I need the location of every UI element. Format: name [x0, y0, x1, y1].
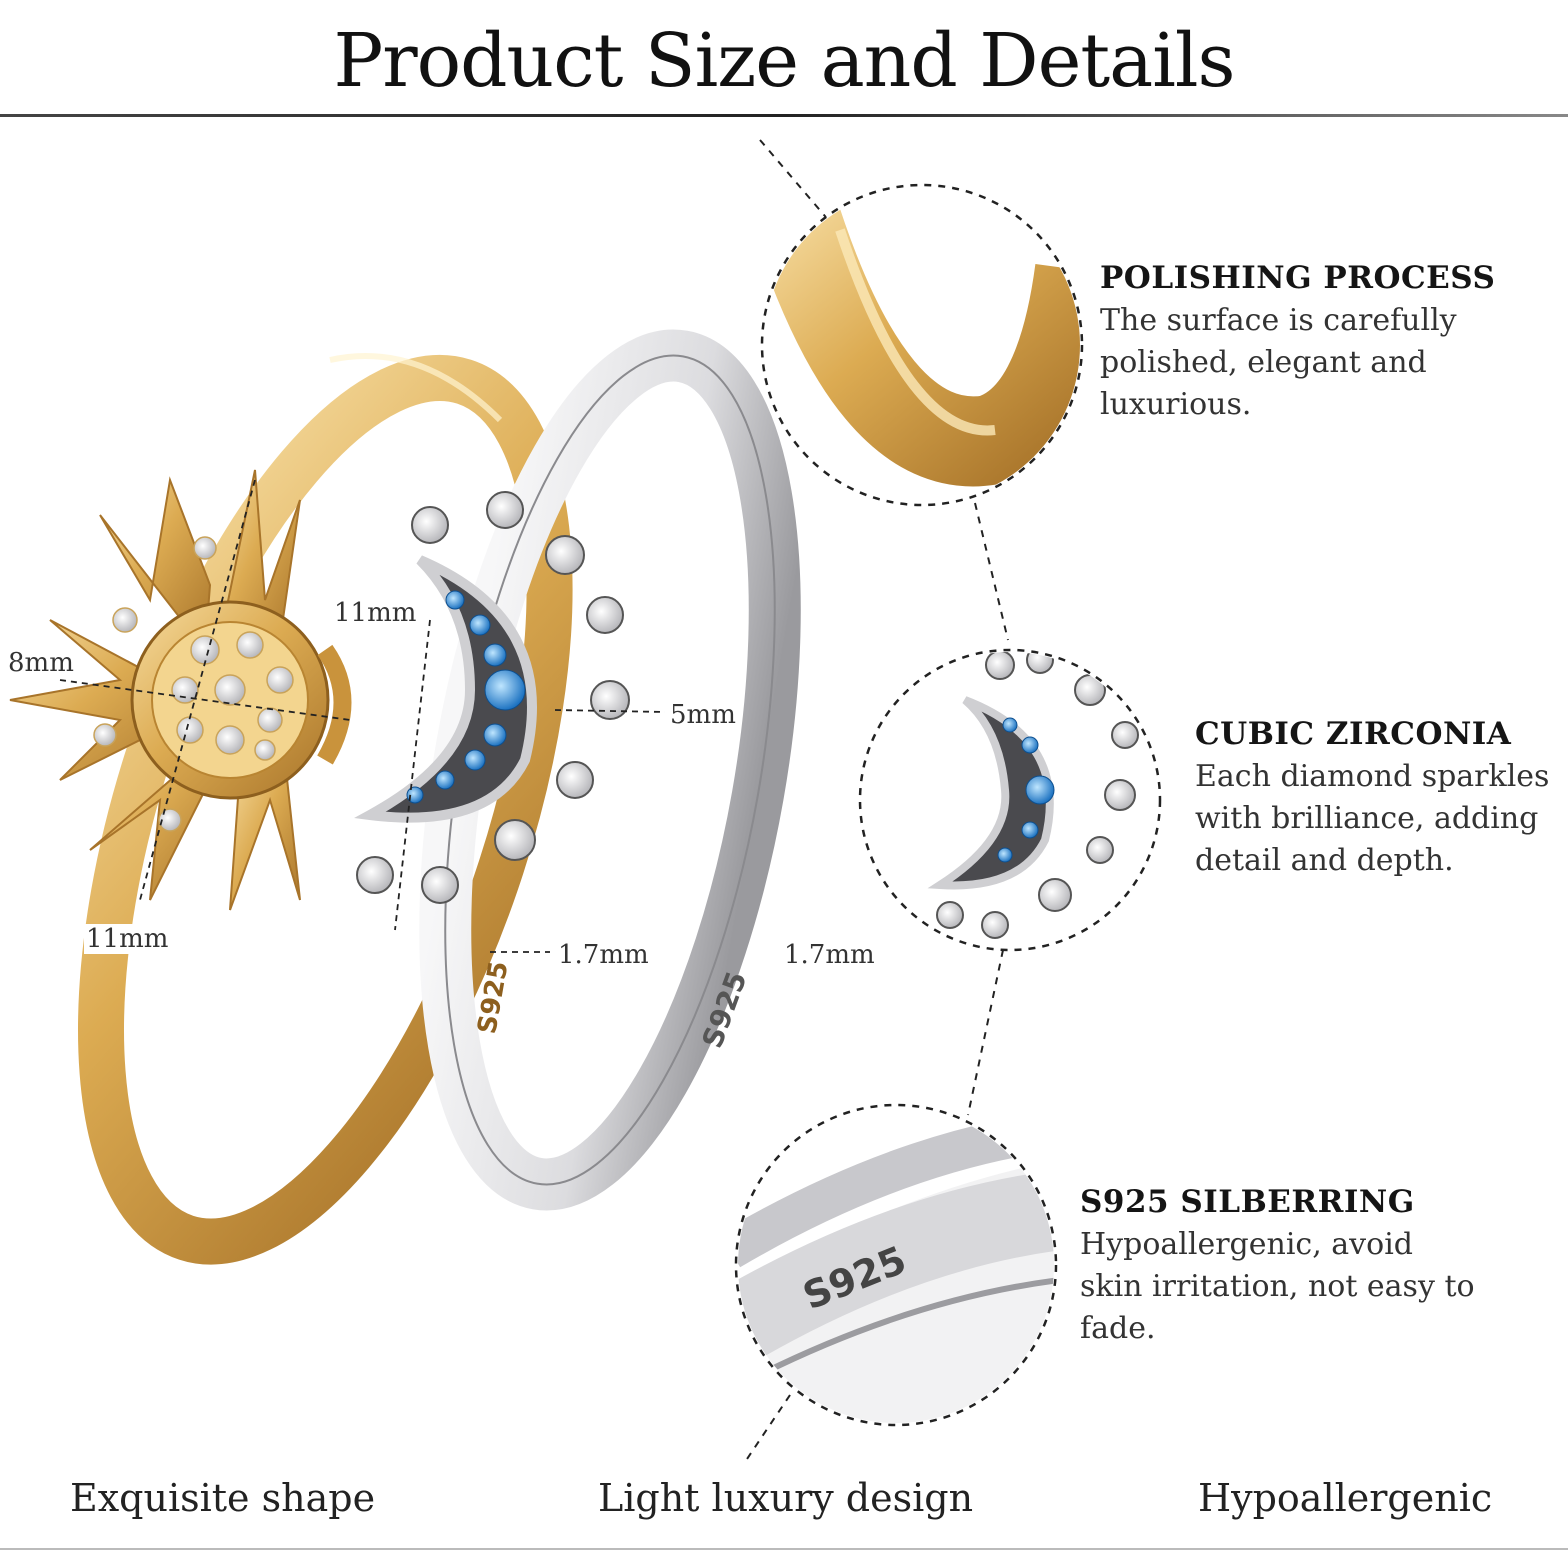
feature-polishing: POLISHING PROCESS The surface is careful… [1100, 260, 1520, 426]
dim-sun-height: 11mm [84, 924, 171, 954]
feature-title: CUBIC ZIRCONIA [1195, 716, 1512, 752]
feature-zirconia: CUBIC ZIRCONIA Each diamond sparkles wit… [1195, 716, 1565, 882]
feature-title: POLISHING PROCESS [1100, 260, 1496, 296]
connector-lines [744, 139, 1009, 1463]
dim-sun-width: 8mm [6, 648, 76, 678]
page-title: Product Size and Details [333, 18, 1235, 104]
bottom-divider [0, 1548, 1568, 1550]
dim-moon-width: 5mm [668, 700, 738, 730]
feature-s925: S925 SILBERRING Hypoallergenic, avoid sk… [1080, 1184, 1480, 1350]
moon-motif [354, 491, 630, 904]
feature-description: The surface is carefully polished, elega… [1100, 303, 1457, 422]
feature-title: S925 SILBERRING [1080, 1184, 1415, 1220]
title-divider [0, 114, 1568, 117]
sun-motif [9, 469, 352, 911]
dimension-guides [59, 479, 666, 953]
feature-description: Hypoallergenic, avoid skin irritation, n… [1080, 1227, 1475, 1346]
detail-circle-s925: S925 [734, 1103, 1058, 1427]
dim-moon-height: 11mm [332, 598, 419, 628]
footer-label-design: Light luxury design [598, 1476, 974, 1520]
dim-gold-band: 1.7mm [556, 940, 651, 970]
detail-circle-polishing [760, 183, 1084, 507]
detail-circle-zirconia [858, 648, 1162, 952]
feature-description: Each diamond sparkles with brilliance, a… [1195, 759, 1550, 878]
footer-label-shape: Exquisite shape [70, 1476, 376, 1520]
dim-silver-band: 1.7mm [782, 940, 877, 970]
footer-label-hypoallergenic: Hypoallergenic [1198, 1476, 1493, 1520]
